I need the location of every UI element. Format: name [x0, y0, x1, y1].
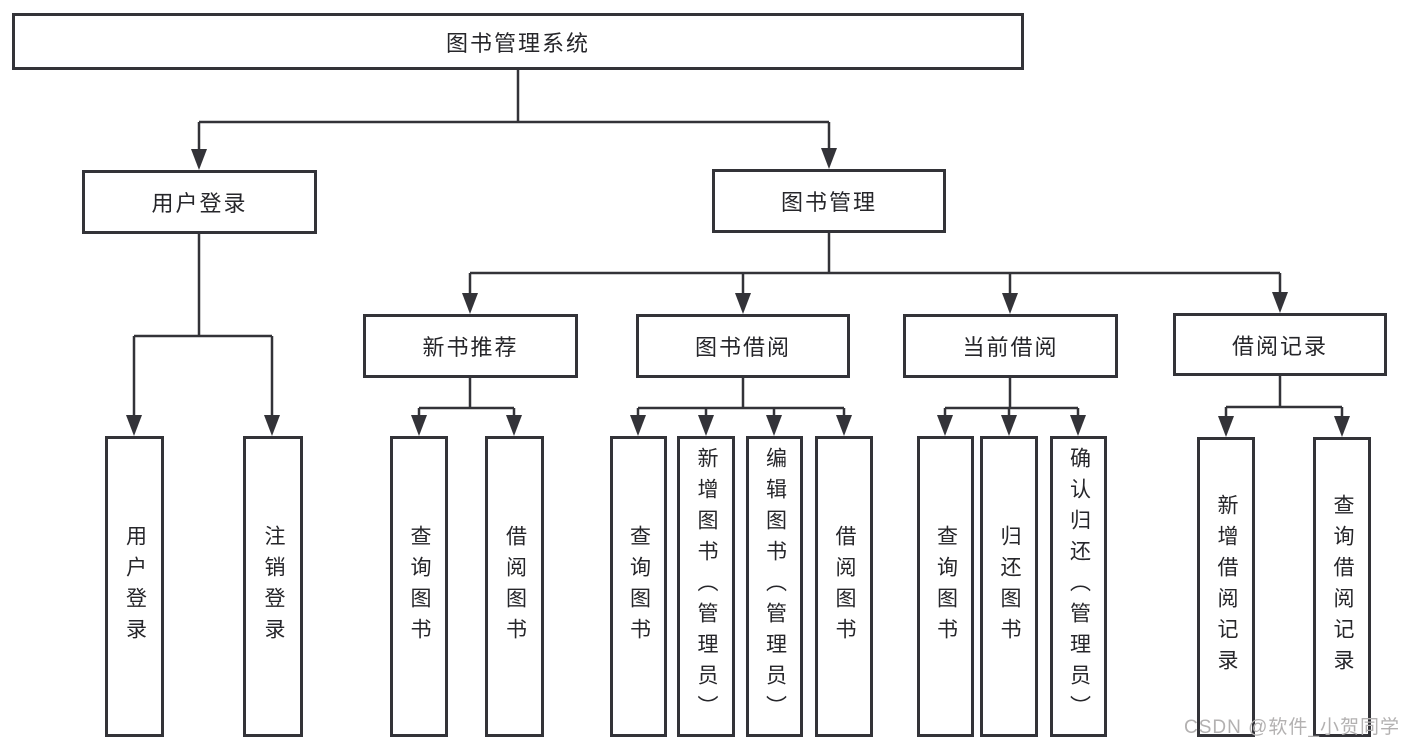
leaf-bb-add-books-label: 新增图书（管理员）: [695, 447, 718, 726]
arrow-to-leaf-bb-query: [630, 415, 646, 436]
node-book-mgmt-label: 图书管理: [780, 190, 877, 215]
leaf-cb-return-books-label: 归还图书: [998, 524, 1021, 649]
leaf-bb-borrow-books: 借阅图书: [815, 436, 873, 737]
leaf-cb-query-books: 查询图书: [917, 436, 974, 737]
leaf-user-login-label: 用户登录: [123, 524, 147, 649]
leaf-bb-edit-books-label: 编辑图书（管理员）: [763, 447, 787, 726]
node-user-login: 用户登录: [82, 170, 317, 234]
leaf-rec-query-record: 查询借阅记录: [1313, 437, 1371, 737]
arrow-to-book-borrow: [735, 293, 751, 314]
leaf-bb-add-books: 新增图书（管理员）: [677, 436, 735, 737]
node-book-borrow-label: 图书借阅: [694, 335, 791, 360]
node-borrow-records: 借阅记录: [1173, 313, 1387, 376]
connector-book-borrow-split: [636, 378, 846, 417]
leaf-cb-confirm-return-label: 确认归还（管理员）: [1067, 447, 1091, 726]
arrow-to-leaf-bb-edit: [766, 415, 782, 436]
arrow-to-leaf-bb-borrow: [836, 415, 852, 436]
connector-current-borrow-split: [943, 378, 1080, 417]
node-current-borrow-label: 当前借阅: [962, 335, 1059, 360]
node-borrow-records-label: 借阅记录: [1231, 333, 1328, 359]
leaf-rec-add-record-label: 新增借阅记录: [1215, 494, 1238, 680]
leaf-bb-query-books-label: 查询图书: [627, 524, 651, 649]
leaf-nb-borrow-books-label: 借阅图书: [503, 524, 527, 649]
node-user-login-label: 用户登录: [151, 191, 248, 216]
arrow-to-leaf-logout: [264, 415, 280, 436]
arrow-to-leaf-nb-borrow: [506, 415, 522, 436]
csdn-watermark: CSDN @软件_小贺同学: [1184, 717, 1400, 738]
node-book-mgmt: 图书管理: [712, 169, 946, 233]
leaf-bb-edit-books: 编辑图书（管理员）: [746, 436, 803, 737]
leaf-user-login: 用户登录: [105, 436, 164, 737]
arrow-to-book-mgmt: [821, 148, 837, 169]
arrow-to-leaf-cb-confirm: [1070, 415, 1086, 436]
arrow-to-leaf-cb-return: [1001, 415, 1017, 436]
connector-root-split: [197, 70, 831, 152]
arrow-to-leaf-bb-add: [698, 415, 714, 436]
leaf-rec-add-record: 新增借阅记录: [1197, 437, 1255, 737]
node-current-borrow: 当前借阅: [903, 314, 1118, 378]
leaf-cb-query-books-label: 查询图书: [934, 524, 958, 649]
arrow-to-borrow-records: [1272, 292, 1288, 313]
connector-new-book-split: [417, 378, 516, 417]
node-book-borrow: 图书借阅: [636, 314, 850, 378]
node-root: 图书管理系统: [12, 13, 1024, 70]
node-new-book-label: 新书推荐: [422, 335, 519, 360]
arrow-to-leaf-rec-add: [1218, 416, 1234, 437]
leaf-cb-return-books: 归还图书: [980, 436, 1038, 737]
leaf-nb-borrow-books: 借阅图书: [485, 436, 544, 737]
leaf-nb-query-books-label: 查询图书: [408, 524, 431, 649]
leaf-bb-query-books: 查询图书: [610, 436, 667, 737]
leaf-bb-borrow-books-label: 借阅图书: [833, 524, 856, 649]
arrow-to-current-borrow: [1002, 293, 1018, 314]
node-root-label: 图书管理系统: [445, 30, 590, 56]
node-new-book: 新书推荐: [363, 314, 578, 378]
connector-borrow-records-split: [1224, 376, 1344, 418]
arrow-to-leaf-nb-query: [411, 415, 427, 436]
arrow-to-leaf-rec-query: [1334, 416, 1350, 437]
leaf-cb-confirm-return: 确认归还（管理员）: [1050, 436, 1107, 737]
connector-book-mgmt-split: [468, 233, 1282, 295]
leaf-logout: 注销登录: [243, 436, 303, 737]
leaf-nb-query-books: 查询图书: [390, 436, 448, 737]
arrow-to-leaf-user-login: [126, 415, 142, 436]
connector-user-login-split: [132, 234, 274, 417]
arrow-to-user-login: [191, 149, 207, 170]
arrow-to-leaf-cb-query: [937, 415, 953, 436]
leaf-logout-label: 注销登录: [262, 524, 285, 649]
leaf-rec-query-record-label: 查询借阅记录: [1331, 494, 1354, 680]
arrow-to-new-book: [462, 293, 478, 314]
